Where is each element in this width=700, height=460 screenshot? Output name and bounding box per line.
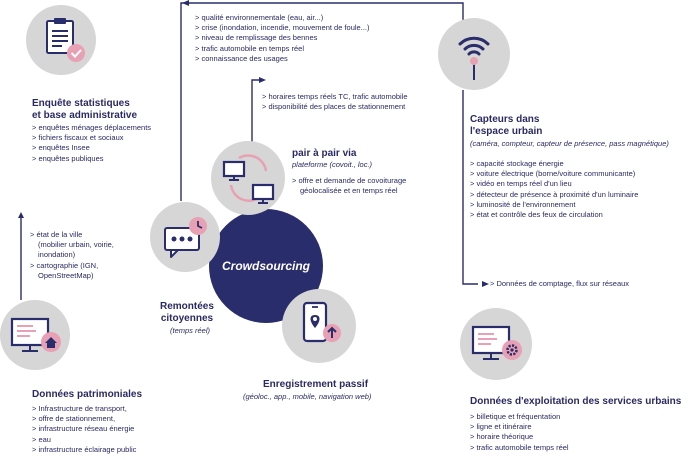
list-item: Infrastructure de transport, — [32, 404, 136, 414]
passif-subtitle: (géoloc., app., mobile, navigation web) — [243, 392, 372, 401]
passif-icon-circle — [282, 289, 356, 363]
list-item: connaissance des usages — [195, 54, 369, 64]
list-item: cartographie (IGN, — [30, 261, 114, 271]
list-item: offre de stationnement, — [32, 414, 136, 424]
exploitation-icon-circle — [460, 308, 532, 380]
capteurs-title: Capteurs dans l'espace urbain — [470, 114, 543, 137]
pair-title: pair à pair via — [292, 148, 357, 159]
crowdsourcing-label: Crowdsourcing — [221, 259, 310, 273]
phone-location-upload-icon — [302, 301, 341, 343]
list-item: infrastructure éclairage public — [32, 445, 136, 455]
enquete-icon-circle — [26, 5, 96, 75]
list-item: luminosité de l'environnement — [470, 200, 638, 210]
list-item-continuation: géolocalisée et en temps réel — [300, 186, 398, 196]
list-item: fichiers fiscaux et sociaux — [32, 133, 151, 143]
capteurs-icon-circle — [438, 18, 510, 90]
list-item-continuation: (mobilier urbain, voirie, — [38, 240, 114, 250]
wireless-sensor-icon — [458, 36, 490, 80]
capteurs-subtitle: (caméra, compteur, capteur de présence, … — [470, 139, 669, 148]
list-item: voiture électrique (borne/voiture commun… — [470, 169, 638, 179]
list-item: détecteur de présence à proximité d'un l… — [470, 190, 638, 200]
list-item: offre et demande de covoiturage — [292, 176, 406, 186]
list-item: état de la ville — [30, 230, 114, 240]
remontees-icon-circle — [150, 202, 220, 272]
capteurs-list: capacité stockage énergie voiture électr… — [470, 159, 638, 220]
patrimoniales-list: Infrastructure de transport, offre de st… — [32, 404, 136, 455]
list-item: infrastructure réseau énergie — [32, 424, 136, 434]
list-item-continuation: inondation) — [38, 250, 76, 260]
remontees-title: Remontées citoyennes — [160, 301, 214, 324]
list-item: crise (inondation, incendie, mouvement d… — [195, 23, 369, 33]
connector-right — [462, 90, 478, 285]
exploitation-list: billetique et fréquentation ligne et iti… — [470, 412, 569, 453]
list-item: enquêtes Insee — [32, 143, 151, 153]
peer-to-peer-monitors-icon — [222, 154, 275, 204]
list-item: enquêtes ménages déplacements — [32, 123, 151, 133]
list-item: qualité environnementale (eau, air...) — [195, 13, 369, 23]
pair-list: offre et demande de covoiturage géolocal… — [292, 176, 406, 196]
list-item-continuation: OpenStreetMap) — [38, 270, 94, 280]
list-item: capacité stockage énergie — [470, 159, 638, 169]
list-item: horaires temps réels TC, trafic automobi… — [262, 92, 407, 102]
clipboard-check-icon — [46, 18, 85, 62]
remontees-subtitle: (temps réel) — [170, 326, 211, 335]
comptage-list: Données de comptage, flux sur réseaux — [490, 279, 629, 289]
patrimoniales-title: Données patrimoniales — [32, 389, 143, 400]
list-item: billetique et fréquentation — [470, 412, 569, 422]
pair-icon-circle — [211, 141, 285, 215]
pair-subtitle: plateforme (covoit., loc.) — [292, 160, 373, 169]
list-item: eau — [32, 435, 136, 445]
list-item: trafic automobile en temps réel — [195, 44, 369, 54]
exploitation-title: Données d'exploitation des services urba… — [470, 396, 682, 407]
mid-list: horaires temps réels TC, trafic automobi… — [262, 92, 408, 112]
list-item: ligne et itinéraire — [470, 422, 569, 432]
patrimoniales-icon-circle — [0, 300, 70, 370]
passif-title: Enregistrement passif — [263, 379, 369, 390]
list-item: vidéo en temps réel d'un lieu — [470, 179, 638, 189]
list-item: disponibilité des places de stationnemen… — [262, 102, 408, 112]
monitor-home-icon — [10, 317, 61, 352]
enquete-list: enquêtes ménages déplacements fichiers f… — [32, 123, 151, 164]
chat-bubble-clock-icon — [164, 217, 207, 258]
ville-list: état de la ville (mobilier urbain, voiri… — [30, 230, 114, 281]
list-item: niveau de remplissage des bennes — [195, 33, 369, 43]
list-item: Données de comptage, flux sur réseaux — [490, 279, 629, 289]
monitor-gear-icon — [471, 325, 522, 360]
connector-top — [180, 2, 464, 201]
list-item: trafic automobile temps réel — [470, 443, 568, 453]
list-item: enquêtes publiques — [32, 154, 151, 164]
list-item: horaire théorique — [470, 432, 569, 442]
list-item: état et contrôle des feux de circulation — [470, 210, 638, 220]
top-list: qualité environnementale (eau, air...) c… — [195, 13, 369, 64]
enquete-title: Enquête statistiques et base administrat… — [32, 98, 138, 121]
